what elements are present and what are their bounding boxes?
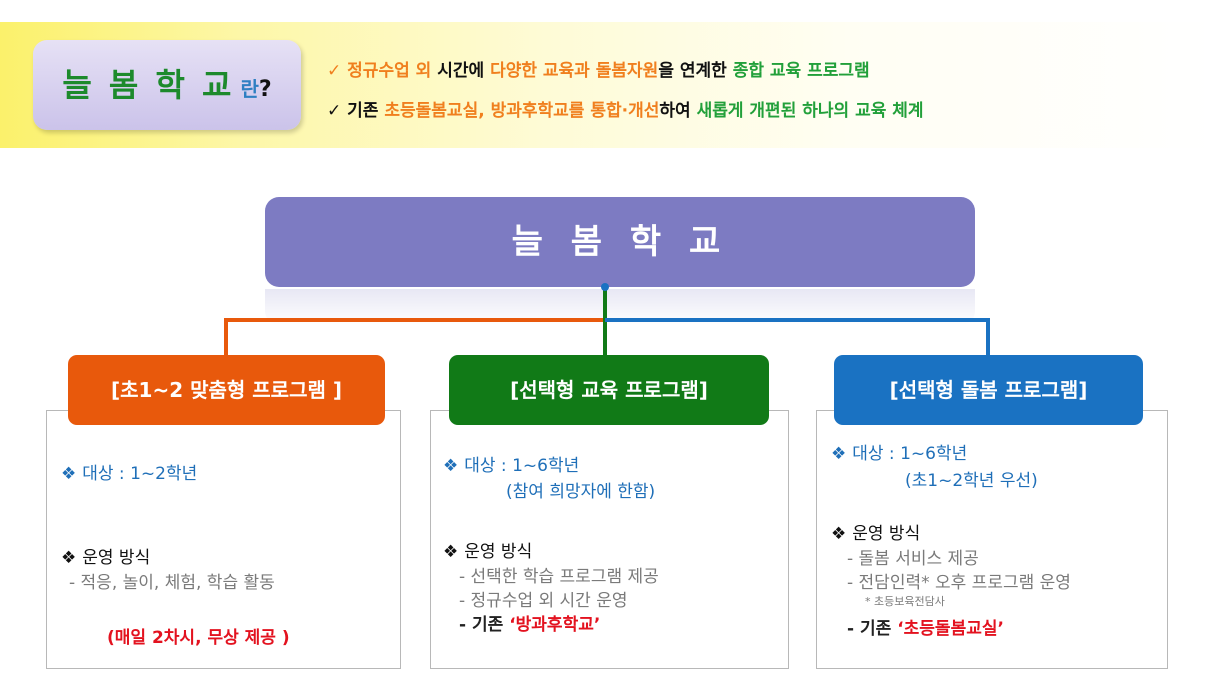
diamond-bullet-icon: ❖	[61, 464, 77, 484]
program-header-elective-education: [선택형 교육 프로그램]	[449, 355, 769, 425]
program-card-elective-education: ❖대상 : 1~6학년 (참여 희망자에 한함) ❖운영 방식 - 선택한 학습…	[430, 410, 789, 669]
method-title: ❖운영 방식	[831, 524, 921, 544]
diamond-bullet-icon: ❖	[443, 542, 459, 562]
target-note: (참여 희망자에 한함)	[506, 482, 656, 502]
badge-title: 늘 봄 학 교	[62, 66, 235, 104]
check-icon: ✓	[327, 101, 342, 121]
program-card-elective-care: ❖대상 : 1~6학년 (초1~2학년 우선) ❖운영 방식 - 돌봄 서비스 …	[816, 410, 1168, 669]
badge-suffix: 란	[240, 77, 259, 101]
diamond-bullet-icon: ❖	[831, 444, 847, 464]
diamond-bullet-icon: ❖	[831, 524, 847, 544]
program-card-grade1-2: ❖대상 : 1~2학년 ❖운영 방식 - 적응, 놀이, 체험, 학습 활동 (…	[46, 410, 401, 669]
method-title: ❖운영 방식	[61, 548, 151, 568]
main-title-box: 늘 봄 학 교	[265, 197, 975, 287]
target-note: (초1~2학년 우선)	[905, 471, 1038, 491]
diamond-bullet-icon: ❖	[443, 456, 459, 476]
connector-node	[601, 283, 609, 291]
footnote: * 초등보육전담사	[865, 595, 945, 608]
definition-line-1: ✓ 정규수업 외 시간에 다양한 교육과 돌봄자원을 연계한 종합 교육 프로그…	[327, 61, 870, 81]
badge-question-mark: ?	[258, 77, 272, 102]
method-title: ❖운영 방식	[443, 542, 533, 562]
legacy-program-line: - 기존 ‘초등돌봄교실’	[847, 619, 1004, 639]
method-item: - 적응, 놀이, 체험, 학습 활동	[69, 573, 275, 593]
program-header-grade1-2: [초1~2 맞춤형 프로그램 ]	[68, 355, 385, 425]
method-item: - 선택한 학습 프로그램 제공	[459, 567, 659, 587]
target-line: ❖대상 : 1~6학년	[831, 444, 968, 464]
method-item: - 정규수업 외 시간 운영	[459, 591, 628, 611]
method-item: - 전담인력* 오후 프로그램 운영	[847, 573, 1071, 593]
definition-line-2: ✓ 기존 초등돌봄교실, 방과후학교를 통합·개선하여 새롭게 개편된 하나의 …	[327, 101, 924, 121]
connector-blue	[605, 318, 990, 355]
check-icon: ✓	[327, 61, 342, 81]
legacy-program-line: - 기존 ‘방과후학교’	[459, 615, 601, 635]
target-line: ❖대상 : 1~6학년	[443, 456, 580, 476]
diamond-bullet-icon: ❖	[61, 548, 77, 568]
program-highlight: (매일 2차시, 무상 제공 )	[107, 628, 290, 648]
method-item: - 돌봄 서비스 제공	[847, 549, 979, 569]
connector-orange	[224, 287, 607, 355]
program-header-elective-care: [선택형 돌봄 프로그램]	[834, 355, 1143, 425]
target-line: ❖대상 : 1~2학년	[61, 464, 198, 484]
